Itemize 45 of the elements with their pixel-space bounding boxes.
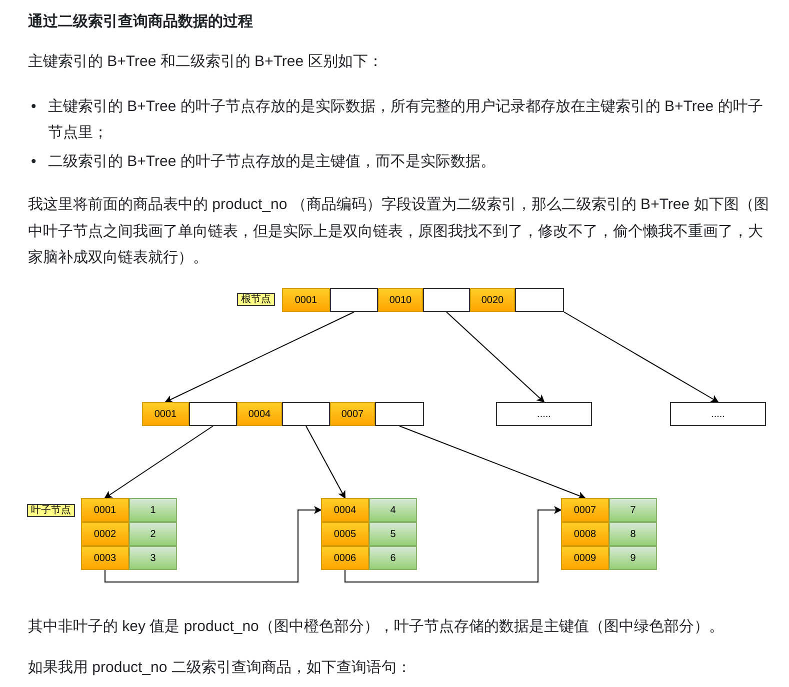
paragraph: 其中非叶子的 key 值是 product_no（图中橙色部分），叶子节点存储的数据是主键值（图中绿色部分）。 xyxy=(28,617,725,637)
node-tag: 叶子节点 xyxy=(27,504,75,517)
arrow xyxy=(446,312,545,403)
key-cell: 0001 xyxy=(81,498,129,522)
key-cell: 0003 xyxy=(81,546,129,570)
key-cell: 0009 xyxy=(561,546,609,570)
paragraph: 主键索引的 B+Tree 和二级索引的 B+Tree 区别如下： xyxy=(28,52,384,72)
ellipsis-box: ..... xyxy=(670,402,766,426)
key-cell: 0004 xyxy=(237,402,282,426)
value-cell: 6 xyxy=(369,546,417,570)
value-cell: 4 xyxy=(369,498,417,522)
bullet-marker: • xyxy=(31,97,36,117)
key-cell: 0001 xyxy=(282,288,330,312)
key-cell: 0005 xyxy=(321,522,369,546)
arrow xyxy=(564,312,719,402)
value-cell: 7 xyxy=(609,498,657,522)
paragraph: 如果我用 product_no 二级索引查询商品，如下查询语句： xyxy=(28,658,412,678)
ellipsis-box: ..... xyxy=(496,402,592,426)
value-cell: 5 xyxy=(369,522,417,546)
key-cell: 0004 xyxy=(321,498,369,522)
arrow xyxy=(104,426,214,499)
arrow xyxy=(344,506,562,582)
key-cell: 0006 xyxy=(321,546,369,570)
bullet-marker: • xyxy=(31,152,36,172)
node-tag: 根节点 xyxy=(237,293,275,306)
bullet-item: 二级索引的 B+Tree 的叶子节点存放的是主键值，而不是实际数据。 xyxy=(48,152,496,172)
arrow xyxy=(306,426,346,499)
key-cell: 0002 xyxy=(81,522,129,546)
key-cell: 0008 xyxy=(561,522,609,546)
arrow xyxy=(164,312,354,403)
arrow xyxy=(399,426,586,500)
value-cell: 8 xyxy=(609,522,657,546)
key-cell: 0010 xyxy=(378,288,423,312)
arrow xyxy=(104,506,322,582)
key-cell: 0001 xyxy=(142,402,189,426)
key-cell: 0020 xyxy=(470,288,515,312)
value-cell: 2 xyxy=(129,522,177,546)
value-cell: 3 xyxy=(129,546,177,570)
value-cell: 1 xyxy=(129,498,177,522)
section-heading: 通过二级索引查询商品数据的过程 xyxy=(28,12,253,32)
value-cell: 9 xyxy=(609,546,657,570)
key-cell: 0007 xyxy=(561,498,609,522)
bullet-item: 主键索引的 B+Tree 的叶子节点存放的是实际数据，所有完整的用户记录都存放在主键索引的 B+Tree 的叶子节点里； xyxy=(48,97,763,143)
paragraph: 我这里将前面的商品表中的 product_no （商品编码）字段设置为二级索引，那么二级索引的 B+Tree 如下图（图中叶子节点之间我画了单向链表，但是实际上是双向链表，原图我找不到了，修改不了，偷个懒我不重画了，大家脑补成双向链表就行）。 xyxy=(28,195,770,268)
key-cell: 0007 xyxy=(330,402,375,426)
